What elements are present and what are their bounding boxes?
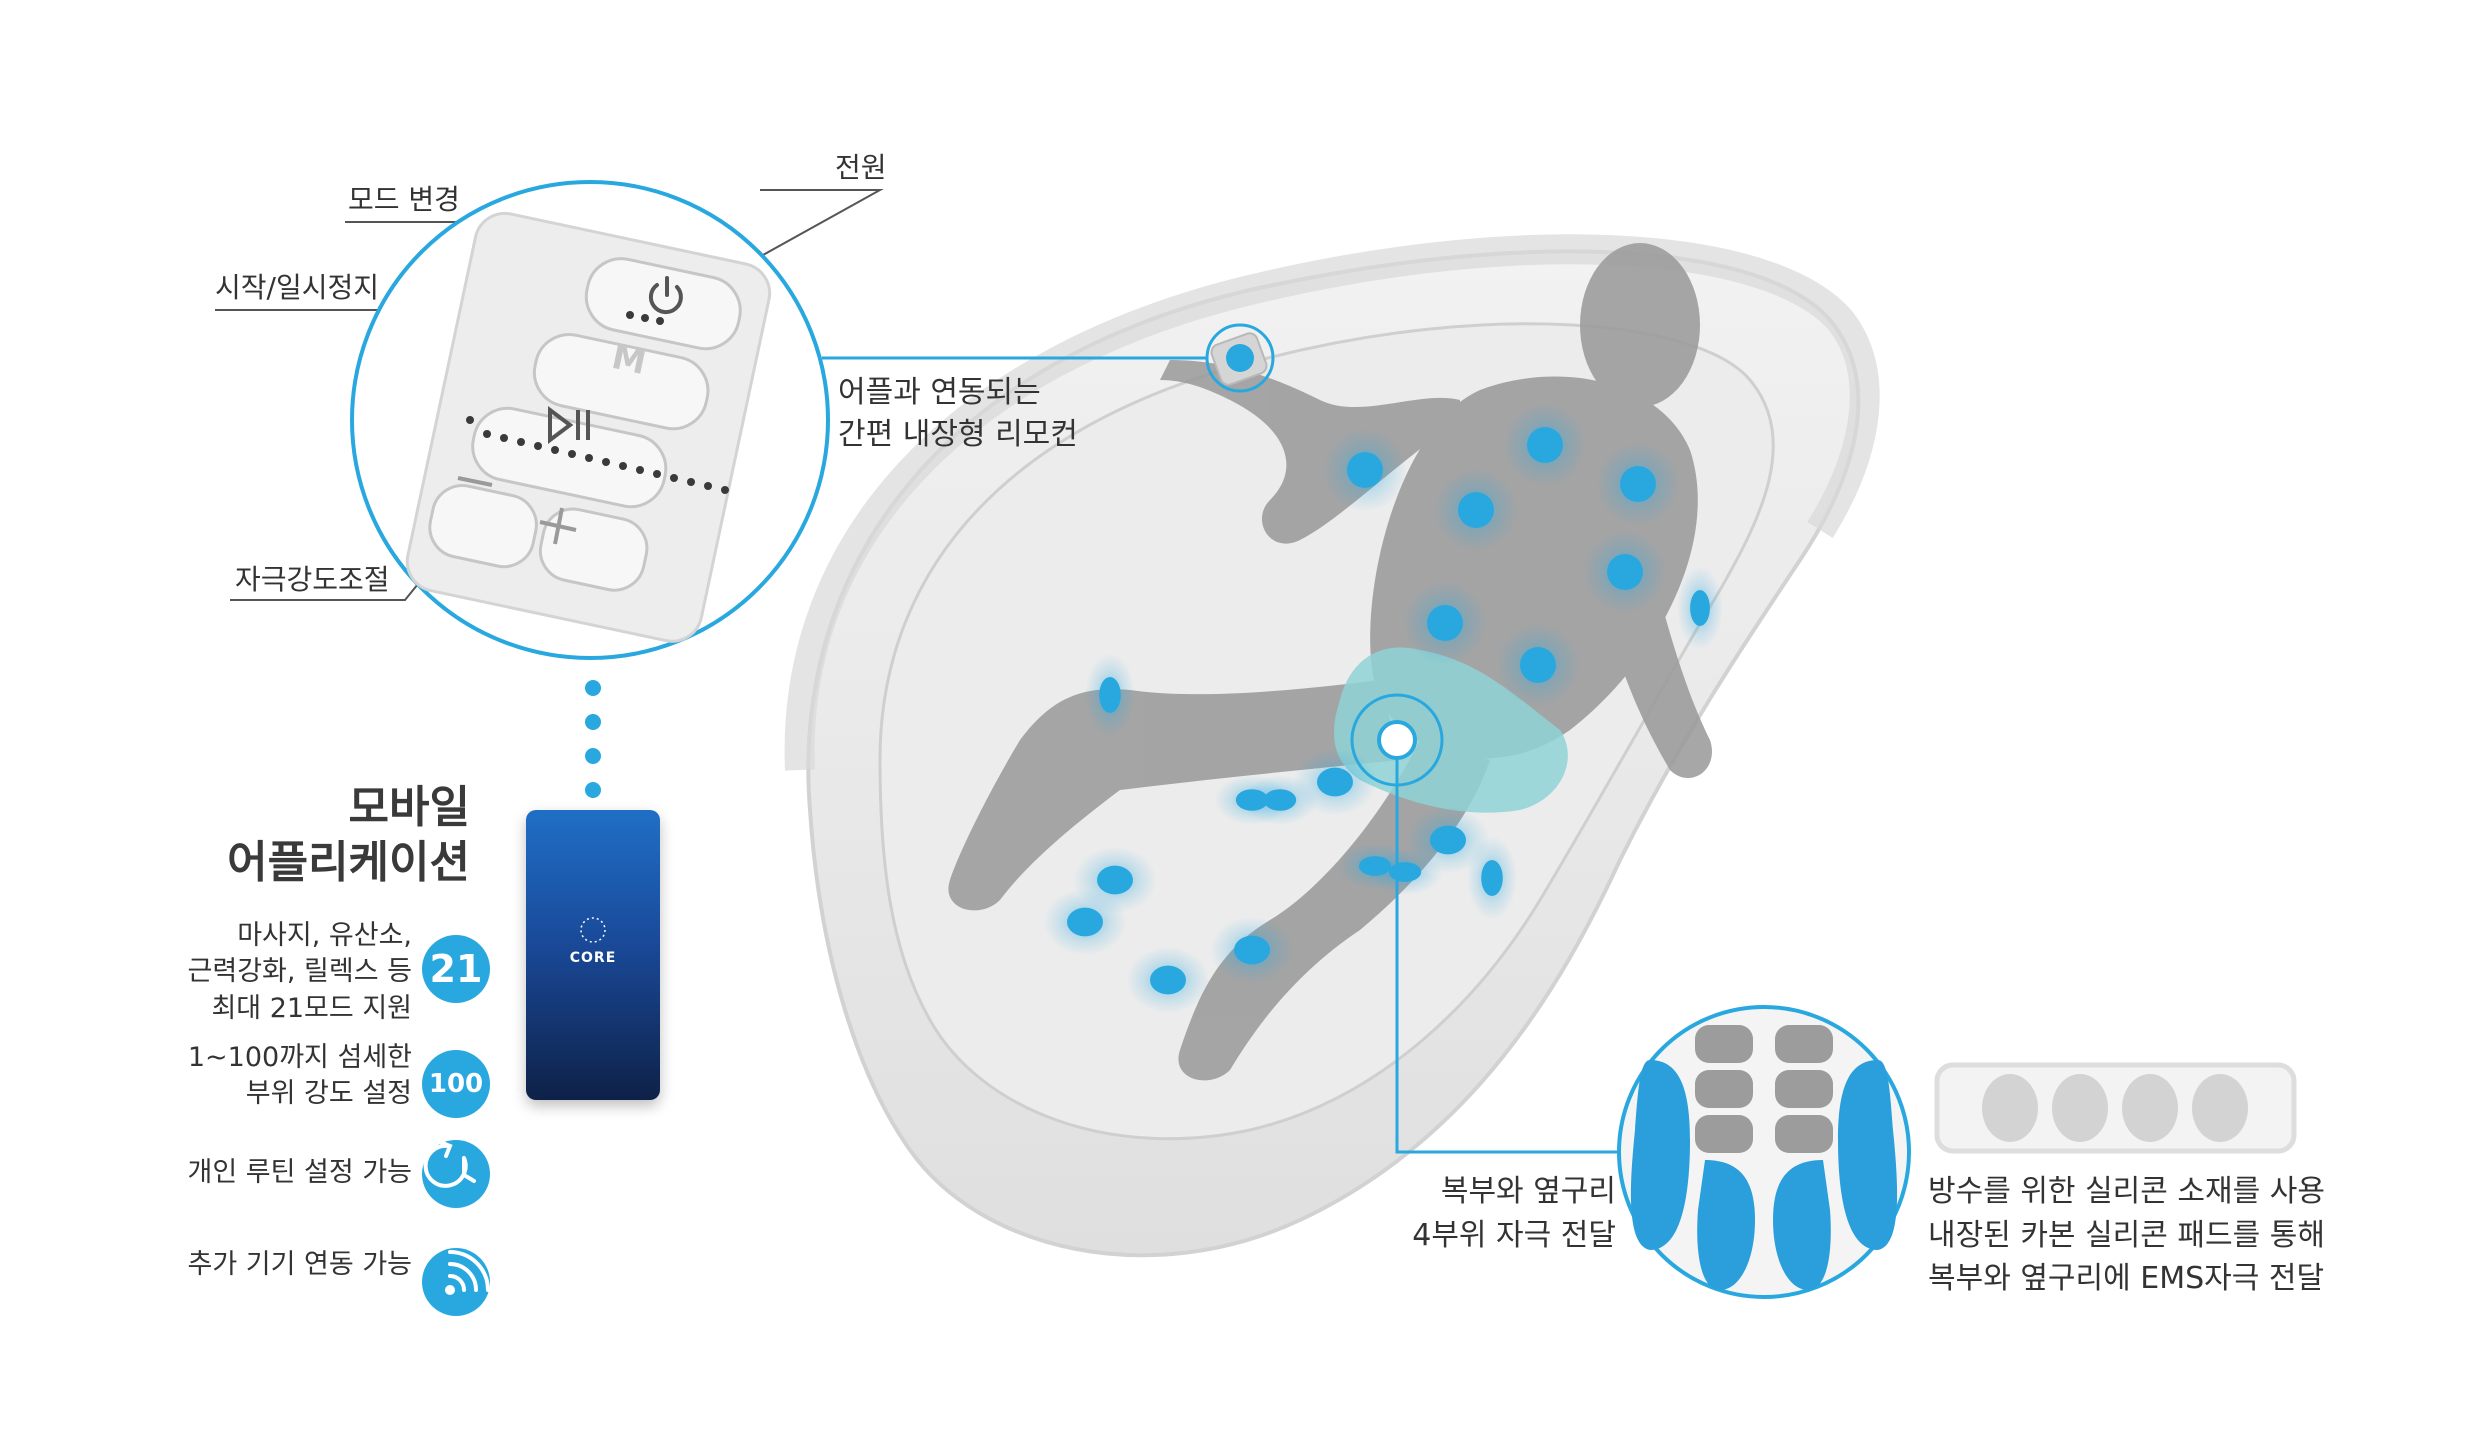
plus-icon[interactable] (539, 507, 577, 545)
timer-icon (423, 1140, 476, 1188)
ems-belt (1334, 647, 1568, 813)
badge-timer (422, 1140, 490, 1208)
label-power: 전원 (835, 151, 887, 184)
massage-point (1481, 860, 1503, 896)
massage-point (1620, 466, 1656, 502)
massage-point (1358, 856, 1392, 876)
phone-mockup: CORE (526, 810, 660, 1100)
play-pause-icon[interactable] (548, 406, 590, 444)
feature-device-link: 추가 기기 연동 가능 (100, 1247, 412, 1283)
built-in-remote-on-tub (1205, 323, 1275, 393)
massage-point (1099, 677, 1121, 713)
badge-21: 21 (422, 935, 490, 1003)
app-title-line1: 모바일 (348, 782, 470, 833)
massage-point (1067, 907, 1103, 937)
remote-callout-line1: 어플과 연동되는 (838, 375, 1041, 410)
massage-point (1263, 789, 1297, 811)
badge-timer-circle (422, 1140, 490, 1208)
feature-intensity: 1~100까지 섬세한 부위 강도 설정 (100, 1040, 412, 1113)
label-start-pause: 시작/일시정지 (215, 271, 379, 304)
remote-callout-line2: 간편 내장형 리모컨 (838, 417, 1078, 452)
massage-points (1043, 403, 1724, 1014)
pad-description-line3: 복부와 옆구리에 EMS자극 전달 (1928, 1261, 2325, 1296)
label-intensity: 자극강도조절 (235, 563, 390, 596)
phone-logo: CORE (569, 950, 617, 966)
feature-routine: 개인 루틴 설정 가능 (100, 1155, 412, 1191)
minus-icon[interactable] (457, 476, 493, 487)
pad-description-line2: 내장된 카본 실리콘 패드를 통해 (1928, 1217, 2325, 1253)
feature-device-link-line1: 추가 기기 연동 가능 (187, 1249, 412, 1280)
massage-point (1520, 647, 1556, 683)
massage-point (1430, 825, 1466, 855)
remote-callout: 어플과 연동되는 간편 내장형 리모컨 (838, 372, 1078, 456)
power-icon[interactable] (648, 276, 683, 315)
massage-point (1097, 865, 1133, 895)
phone-logo-ring-icon (580, 917, 606, 943)
pad-description: 방수를 위한 실리콘 소재를 사용 내장된 카본 실리콘 패드를 통해 복부와 … (1928, 1170, 2325, 1301)
feature-intensity-line2: 부위 강도 설정 (245, 1078, 412, 1110)
pad-description-line1: 방수를 위한 실리콘 소재를 사용 (1928, 1174, 2325, 1209)
massage-point (1234, 935, 1270, 965)
app-title-line2: 어플리케이션 (227, 837, 470, 888)
abs-callout-line1: 복부와 옆구리 (1440, 1174, 1616, 1209)
feature-intensity-line1: 1~100까지 섬세한 (187, 1042, 412, 1073)
massage-point (1347, 452, 1383, 488)
feature-modes: 마사지, 유산소, 근력강화, 릴렉스 등 최대 21모드 지원 (100, 918, 412, 1027)
badge-100: 100 (422, 1050, 490, 1118)
feature-modes-line2: 근력강화, 릴렉스 등 (187, 956, 412, 988)
massage-point (1427, 605, 1463, 641)
connector-lines (822, 356, 1620, 1154)
abs-callout: 복부와 옆구리 4부위 자극 전달 (1380, 1170, 1616, 1257)
massage-point (1607, 554, 1643, 590)
feature-modes-line1: 마사지, 유산소, (237, 920, 412, 951)
label-mode-change: 모드 변경 (348, 183, 460, 216)
massage-point (1317, 767, 1353, 797)
app-title: 모바일 어플리케이션 (200, 780, 470, 890)
massage-point (1690, 590, 1710, 626)
abs-pad-zoom-circle (1617, 1005, 1911, 1299)
wifi-icon (445, 1250, 490, 1295)
massage-point (1458, 492, 1494, 528)
badge-wifi-circle (422, 1248, 490, 1316)
massage-point (1527, 427, 1563, 463)
massage-point (1150, 965, 1186, 995)
feature-modes-line3: 최대 21모드 지원 (211, 992, 412, 1024)
abs-callout-line2: 4부위 자극 전달 (1412, 1217, 1616, 1253)
dotted-connector (585, 680, 601, 798)
feature-routine-line1: 개인 루틴 설정 가능 (187, 1157, 412, 1188)
silicone-pad (1934, 1062, 2297, 1154)
